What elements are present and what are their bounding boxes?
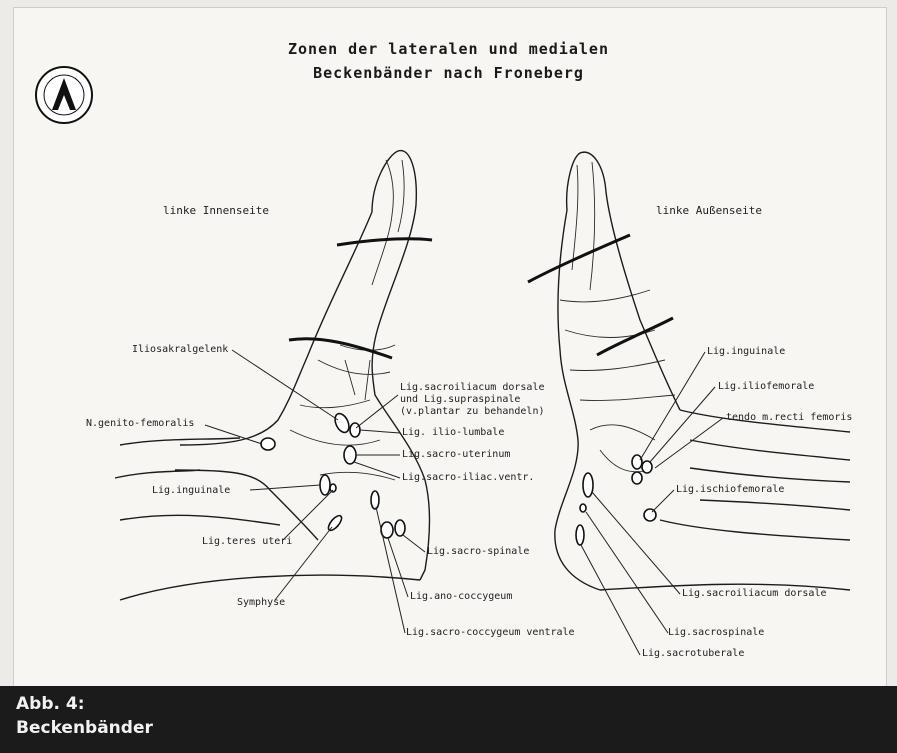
- left-ligament-markers: [261, 411, 405, 538]
- label-sacroiliacum-dorsale-right: Lig.sacroiliacum dorsale: [682, 588, 827, 599]
- label-symphyse: Symphyse: [237, 597, 285, 608]
- label-genito-femoralis: N.genito-femoralis: [86, 418, 194, 429]
- left-leader-lines: [205, 350, 425, 633]
- label-iliofemorale: Lig.iliofemorale: [718, 381, 814, 392]
- label-sacroiliacum-dorsale-1: Lig.sacroiliacum dorsale: [400, 382, 545, 393]
- side-label-right: linke Außenseite: [656, 204, 762, 217]
- diagram-title-line2: Beckenbänder nach Froneberg: [0, 64, 897, 82]
- caption-title: Beckenbänder: [16, 718, 153, 738]
- diagram-title-line1: Zonen der lateralen und medialen: [0, 40, 897, 58]
- caption-bar: Abb. 4: Beckenbänder: [0, 686, 897, 753]
- label-ischiofemorale: Lig.ischiofemorale: [676, 484, 784, 495]
- caption-figure-number: Abb. 4:: [16, 694, 85, 714]
- label-tendo-recti-femoris: tendo m.recti femoris: [726, 412, 852, 423]
- label-sacroiliacum-dorsale-3: (v.plantar zu behandeln): [400, 406, 545, 417]
- label-sacro-iliac-ventr: Lig.sacro-iliac.ventr.: [402, 472, 534, 483]
- label-teres-uteri: Lig.teres uteri: [202, 536, 292, 547]
- label-sacrospinale: Lig.sacrospinale: [668, 627, 764, 638]
- right-ligament-markers: [576, 455, 656, 545]
- label-sacroiliacum-dorsale-2: und Lig.supraspinale: [400, 394, 520, 405]
- label-sacro-uterinum: Lig.sacro-uterinum: [402, 449, 510, 460]
- label-sacro-coccygeum: Lig.sacro-coccygeum ventrale: [406, 627, 575, 638]
- label-ilio-lumbale: Lig. ilio-lumbale: [402, 427, 504, 438]
- label-sacro-spinale: Lig.sacro-spinale: [427, 546, 529, 557]
- label-iliosakralgelenk: Iliosakralgelenk: [132, 344, 228, 355]
- label-sacrotuberale: Lig.sacrotuberale: [642, 648, 744, 659]
- label-inguinale-left: Lig.inguinale: [152, 485, 230, 496]
- label-ano-coccygeum: Lig.ano-coccygeum: [410, 591, 512, 602]
- label-inguinale-right: Lig.inguinale: [707, 346, 785, 357]
- side-label-left: linke Innenseite: [163, 204, 269, 217]
- right-foot-outline: [528, 152, 850, 590]
